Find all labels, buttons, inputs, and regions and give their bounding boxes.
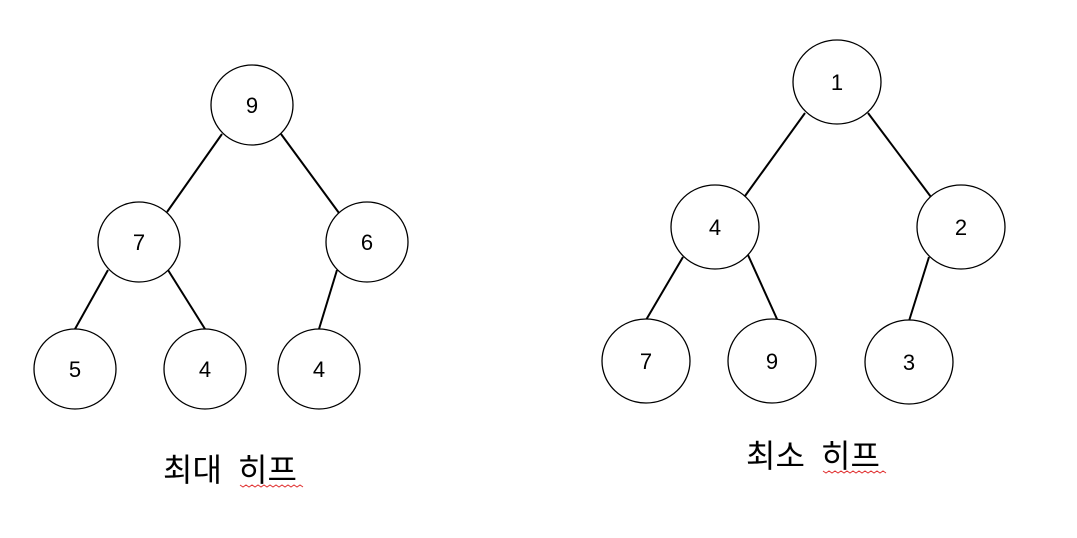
max-node-root-label: 9 <box>246 93 258 118</box>
max-node-ll-label: 5 <box>69 357 81 382</box>
max-node-lr-label: 4 <box>199 357 211 382</box>
min-heap-caption-sub: 히프 <box>821 437 880 475</box>
min-node-r-label: 2 <box>955 215 967 240</box>
max-spellcheck-underline <box>239 484 304 488</box>
max-edge-root-r <box>280 133 340 214</box>
max-edge-root-l <box>166 133 223 213</box>
min-node-rl-label: 3 <box>903 350 915 375</box>
max-edge-r-rl <box>318 269 338 330</box>
min-edge-root-l <box>744 112 806 197</box>
min-node-ll: 7 <box>601 318 691 404</box>
min-node-l-label: 4 <box>709 215 721 240</box>
max-node-lr: 4 <box>163 328 247 410</box>
max-edge-l-lr <box>167 269 206 330</box>
min-node-rl: 3 <box>864 319 954 405</box>
max-heap-caption-main: 최대 <box>163 451 222 489</box>
min-node-root-label: 1 <box>831 70 843 95</box>
min-heap: 1 4 2 7 9 3 최소 히프 <box>601 39 1006 475</box>
max-node-ll: 5 <box>33 328 117 410</box>
max-node-r-label: 6 <box>361 230 373 255</box>
max-node-rl-label: 4 <box>313 357 325 382</box>
min-node-lr-label: 9 <box>766 349 778 374</box>
max-heap-caption-sub: 히프 <box>238 451 297 489</box>
max-heap-caption: 최대 히프 <box>163 451 304 489</box>
max-node-root: 9 <box>210 64 294 146</box>
max-heap: 9 7 6 5 4 4 최대 히프 <box>33 64 409 489</box>
min-node-l: 4 <box>670 184 760 270</box>
max-node-rl: 4 <box>277 328 361 410</box>
min-heap-caption-main: 최소 <box>746 437 805 475</box>
min-edge-root-r <box>867 112 932 198</box>
min-node-root: 1 <box>792 39 882 125</box>
max-edge-l-ll <box>74 269 109 330</box>
min-heap-caption: 최소 히프 <box>746 437 887 475</box>
min-spellcheck-underline <box>822 470 887 474</box>
min-node-ll-label: 7 <box>640 349 652 374</box>
min-edge-r-rl <box>908 256 930 322</box>
max-node-l: 7 <box>97 201 181 283</box>
max-node-r: 6 <box>325 201 409 283</box>
min-edge-l-ll <box>645 256 684 321</box>
min-node-r: 2 <box>916 184 1006 270</box>
min-edge-l-lr <box>747 254 778 320</box>
min-node-lr: 9 <box>727 318 817 404</box>
max-node-l-label: 7 <box>133 230 145 255</box>
